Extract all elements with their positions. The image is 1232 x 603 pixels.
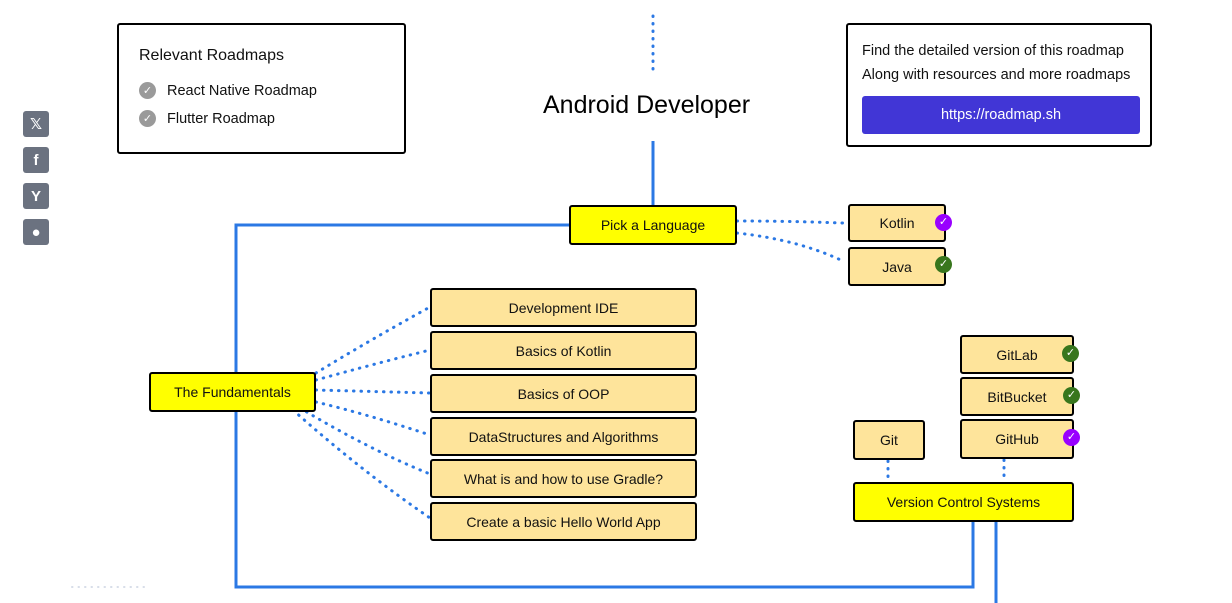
page-title: Android Developer <box>543 91 751 119</box>
facebook-icon[interactable]: f <box>23 147 49 173</box>
cta-line-2: Along with resources and more roadmaps <box>862 67 1131 83</box>
check-circle-purple-icon: ✓ <box>1063 429 1080 446</box>
java-node[interactable]: Java <box>848 247 946 286</box>
gradle-node[interactable]: What is and how to use Gradle? <box>430 459 697 498</box>
check-circle-green-icon: ✓ <box>935 256 952 273</box>
check-circle-icon: ✓ <box>139 110 156 127</box>
development-ide-node[interactable]: Development IDE <box>430 288 697 327</box>
gitlab-node[interactable]: GitLab <box>960 335 1074 374</box>
basics-of-kotlin-node[interactable]: Basics of Kotlin <box>430 331 697 370</box>
roadmap-link-button[interactable]: https://roadmap.sh <box>862 96 1140 134</box>
cta-panel: Find the detailed version of this roadma… <box>846 23 1152 147</box>
roadmap-link-label: Flutter Roadmap <box>167 110 275 127</box>
git-node[interactable]: Git <box>853 420 925 460</box>
roadmap-link-flutter[interactable]: ✓ Flutter Roadmap <box>139 110 275 127</box>
basics-of-oop-node[interactable]: Basics of OOP <box>430 374 697 413</box>
bitbucket-node[interactable]: BitBucket <box>960 377 1074 416</box>
relevant-roadmaps-panel: Relevant Roadmaps ✓ React Native Roadmap… <box>117 23 406 154</box>
kotlin-node[interactable]: Kotlin <box>848 204 946 242</box>
version-control-systems-node[interactable]: Version Control Systems <box>853 482 1074 522</box>
check-circle-purple-icon: ✓ <box>935 214 952 231</box>
roadmap-link-label: React Native Roadmap <box>167 82 317 99</box>
x-twitter-icon[interactable]: 𝕏 <box>23 111 49 137</box>
cta-line-1: Find the detailed version of this roadma… <box>862 43 1124 59</box>
fundamentals-node[interactable]: The Fundamentals <box>149 372 316 412</box>
check-circle-green-icon: ✓ <box>1062 345 1079 362</box>
pick-language-node[interactable]: Pick a Language <box>569 205 737 245</box>
github-node[interactable]: GitHub <box>960 419 1074 459</box>
check-circle-icon: ✓ <box>139 82 156 99</box>
hacker-news-icon[interactable]: Y <box>23 183 49 209</box>
datastructures-algorithms-node[interactable]: DataStructures and Algorithms <box>430 417 697 456</box>
roadmap-link-react-native[interactable]: ✓ React Native Roadmap <box>139 82 317 99</box>
check-circle-green-icon: ✓ <box>1063 387 1080 404</box>
reddit-icon[interactable]: ● <box>23 219 49 245</box>
relevant-roadmaps-heading: Relevant Roadmaps <box>139 47 284 64</box>
hello-world-app-node[interactable]: Create a basic Hello World App <box>430 502 697 541</box>
